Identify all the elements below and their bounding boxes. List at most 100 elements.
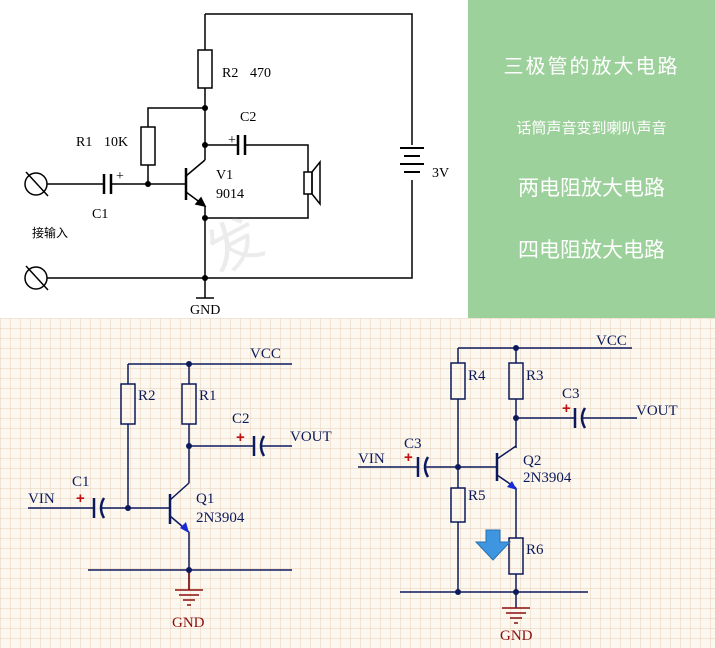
top-resistor-r2 [197,49,213,89]
left-node-base [125,505,131,511]
right-label-r3: R3 [526,368,544,384]
top-label-v1-model: 9014 [216,187,244,202]
top-circuit-panel [0,0,468,318]
right-resistor-r5 [450,487,466,523]
right-label-vcc: VCC [596,333,627,349]
top-label-c1: C1 [92,207,108,222]
top-node-ground [202,275,208,281]
right-label-r4: R4 [468,368,486,384]
top-label-r1-value: 10K [104,135,128,150]
right-label-vin: VIN [358,451,385,467]
top-transistor-collector [185,159,206,177]
top-label-gnd: GND [190,303,220,318]
right-cap-c3-out-plate2 [580,407,587,429]
left-label-r2: R2 [138,388,156,404]
left-label-gnd: GND [172,615,205,631]
right-arrow-down-icon [474,529,512,561]
top-label-battery: 3V [432,166,449,181]
left-label-q1: Q1 [196,491,214,507]
top-wire-speaker-return [205,194,309,219]
right-label-c3-out-plus: + [562,400,571,417]
side-title-panel: 三极管的放大电路 话筒声音变到喇叭声音 两电阻放大电路 四电阻放大电路 [468,0,715,318]
right-label-gnd: GND [500,628,533,644]
top-node-speaker [202,215,208,221]
top-wire-c2-speaker [245,144,309,172]
right-label-q2-model: 2N3904 [523,470,572,486]
right-label-vout: VOUT [636,403,678,419]
top-label-c2-plus: + [228,133,236,148]
left-resistor-r1 [181,383,197,425]
right-label-c3-out: C3 [562,386,580,402]
top-wire-battery-return [205,180,413,279]
left-label-vin: VIN [28,491,55,507]
left-label-vcc: VCC [250,346,281,362]
side-item-four-resistor: 四电阻放大电路 [518,238,665,262]
top-ground-jack-slash [25,265,49,291]
right-circuit-labels: VCC R4 R3 C3 + VOUT C3 + VIN Q2 2N3904 R… [358,333,678,644]
left-transistor-arrow [180,522,189,533]
top-label-r2-value: 470 [250,66,271,81]
left-circuit-labels: VCC R2 R1 C2 + VOUT C1 + VIN Q1 2N3904 G… [28,346,332,631]
right-label-q2: Q2 [523,453,541,469]
top-wire-vcc [205,13,413,145]
top-resistor-r1 [140,126,156,166]
bottom-schematic-panel [0,318,715,648]
top-node-r1 [202,105,208,111]
right-gnd-symbol [502,607,530,624]
right-transistor-collector [496,445,517,460]
side-item-two-resistor: 两电阻放大电路 [518,176,665,200]
right-label-r6: R6 [526,542,544,558]
side-title: 三极管的放大电路 [503,54,680,78]
left-node-collector [186,443,192,449]
left-cap-c2-plate2 [259,435,266,457]
top-speaker-cone [311,159,321,207]
right-resistor-r3 [508,362,524,400]
left-circuit [28,363,292,590]
top-wire-r1-top [147,107,205,127]
left-label-vout: VOUT [290,429,332,445]
top-label-input: 接输入 [32,225,68,240]
left-node-ground [186,567,192,573]
top-label-c2: C2 [240,110,256,125]
top-input-jack-slash [25,171,49,197]
left-cap-c1-plate2 [99,497,106,519]
right-node-collector [513,415,519,421]
right-label-c3-in: C3 [404,436,422,452]
left-label-c1-plus: + [76,490,85,507]
right-label-c3-in-plus: + [404,449,413,466]
top-node-base [145,181,151,187]
top-circuit-dots [145,105,208,281]
right-label-r5: R5 [468,488,486,504]
side-subtitle: 话筒声音变到喇叭声音 [516,119,667,137]
right-transistor-arrow [507,481,517,490]
left-node-vcc [186,361,192,367]
left-label-c1: C1 [72,474,90,490]
right-circuit-dots [455,345,519,595]
left-transistor-collector [169,482,190,501]
top-label-r2: R2 [222,66,238,81]
left-gnd-symbol [175,570,203,606]
left-resistor-r2 [120,383,136,425]
left-label-q1-model: 2N3904 [196,510,245,526]
right-node-vcc [513,345,519,351]
left-label-c2: C2 [232,411,250,427]
left-label-c2-plus: + [236,429,245,446]
right-node-ground [513,589,519,595]
left-circuit-dots [125,361,192,573]
right-node-r5-gnd [455,589,461,595]
top-transistor-arrow [194,196,207,208]
top-speaker-body [303,171,313,195]
right-node-base [455,464,461,470]
right-circuit [358,347,637,608]
left-label-r1: R1 [199,388,217,404]
right-cap-c3-in-plate2 [423,456,430,478]
top-label-r1: R1 [76,135,92,150]
top-node-c2 [202,142,208,148]
top-label-c1-plus: + [116,169,124,184]
right-resistor-r6 [508,537,524,575]
top-circuit-labels: R2 470 R1 10K C2 + V1 9014 C1 + 3V 接输入 G… [32,66,449,318]
right-resistor-r4 [450,362,466,400]
top-circuit [24,13,424,299]
top-label-v1: V1 [216,168,233,183]
